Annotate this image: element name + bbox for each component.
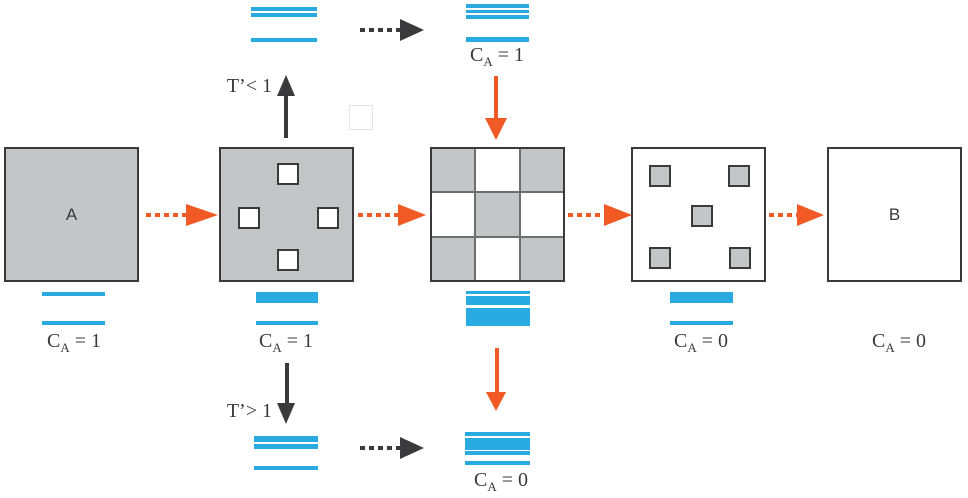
gray-cell — [432, 149, 475, 192]
panel-a-label: A — [65, 204, 78, 224]
ca-subscript: A — [687, 340, 697, 355]
arrow-head — [186, 204, 218, 226]
ca-value: = 1 — [497, 44, 524, 66]
concentration-label-p4: CA = 0 — [664, 330, 738, 356]
level-line — [466, 10, 529, 13]
level-line — [42, 321, 105, 325]
gray-nucleus — [691, 205, 713, 227]
arrow-dash — [358, 213, 398, 217]
arrow-shaft — [495, 348, 499, 393]
ca-subscript: A — [272, 340, 282, 355]
arrow-head — [485, 118, 507, 140]
gray-cell — [432, 237, 475, 280]
level-line — [465, 438, 530, 450]
white-nucleus — [238, 207, 260, 229]
concentration-label-p5: CA = 0 — [862, 330, 936, 356]
arrow-dash — [146, 213, 186, 217]
temperature-label-high: T’> 1 — [226, 400, 272, 422]
panel-growth — [631, 147, 766, 282]
panel-a: A — [4, 147, 139, 282]
ca-subscript: A — [885, 340, 895, 355]
panel-checkerboard — [430, 147, 565, 282]
level-line — [256, 321, 318, 325]
white-phase-square — [349, 105, 373, 130]
level-line — [251, 38, 317, 42]
level-line — [254, 466, 318, 470]
ca-value: = 0 — [899, 330, 926, 352]
level-line — [251, 13, 317, 17]
level-line — [466, 15, 529, 19]
arrow-head — [400, 19, 424, 41]
gray-nucleus — [649, 247, 671, 269]
ca-symbol: C — [258, 330, 273, 352]
arrow-head — [797, 204, 824, 226]
level-line — [254, 444, 318, 449]
level-line — [670, 321, 733, 325]
concentration-label-p2: CA = 1 — [249, 330, 323, 356]
white-cell — [520, 193, 563, 236]
level-line — [465, 451, 530, 455]
ca-symbol: C — [673, 330, 688, 352]
ca-symbol: C — [46, 330, 61, 352]
level-line — [256, 292, 318, 303]
concentration-label-top: CA = 1 — [459, 44, 535, 70]
gray-nucleus — [649, 165, 671, 187]
level-line — [466, 4, 529, 8]
white-nucleus — [317, 207, 339, 229]
gray-nucleus — [729, 247, 751, 269]
level-line — [466, 291, 530, 294]
ca-value: = 0 — [701, 330, 728, 352]
arrow-dash — [568, 213, 606, 217]
ca-symbol: C — [871, 330, 886, 352]
level-line — [254, 436, 318, 442]
arrow-head — [604, 204, 632, 226]
ca-symbol: C — [469, 44, 484, 66]
level-line — [466, 296, 530, 305]
concentration-label-bottom: CA = 0 — [464, 469, 538, 495]
white-cell — [476, 149, 519, 192]
ca-value: = 1 — [286, 330, 313, 352]
arrow-head — [486, 392, 506, 411]
arrow-shaft — [494, 76, 498, 120]
level-line — [42, 292, 105, 296]
arrow-head — [398, 204, 426, 226]
ca-value: = 0 — [501, 469, 528, 491]
level-line — [251, 7, 317, 11]
level-line — [670, 292, 733, 303]
arrow-shaft — [285, 363, 289, 404]
ca-symbol: C — [473, 469, 488, 491]
gray-nucleus — [728, 165, 750, 187]
arrow-head — [400, 437, 424, 459]
gray-cell — [520, 237, 563, 280]
arrow-dash — [360, 446, 400, 450]
panel-b-label: B — [888, 204, 901, 224]
level-line — [466, 37, 529, 42]
ca-subscript: A — [60, 340, 70, 355]
gray-cell — [476, 193, 519, 236]
ca-subscript: A — [487, 479, 497, 494]
panel-nucleation — [219, 147, 354, 282]
white-cell — [476, 237, 519, 280]
gray-cell — [520, 149, 563, 192]
arrow-head — [277, 403, 295, 424]
ca-value: = 1 — [74, 330, 101, 352]
arrow-dash — [769, 213, 799, 217]
level-line — [465, 461, 530, 465]
arrow-head — [277, 75, 295, 96]
white-cell — [432, 193, 475, 236]
temperature-label-low: T’< 1 — [226, 75, 272, 97]
level-line — [466, 308, 530, 326]
arrow-dash — [360, 28, 400, 32]
panel-b: B — [827, 147, 962, 282]
white-nucleus — [277, 163, 299, 185]
level-line — [465, 432, 530, 436]
ca-subscript: A — [483, 54, 493, 69]
concentration-label-p1: CA = 1 — [37, 330, 111, 356]
arrow-shaft — [284, 95, 288, 138]
white-nucleus — [277, 249, 299, 271]
